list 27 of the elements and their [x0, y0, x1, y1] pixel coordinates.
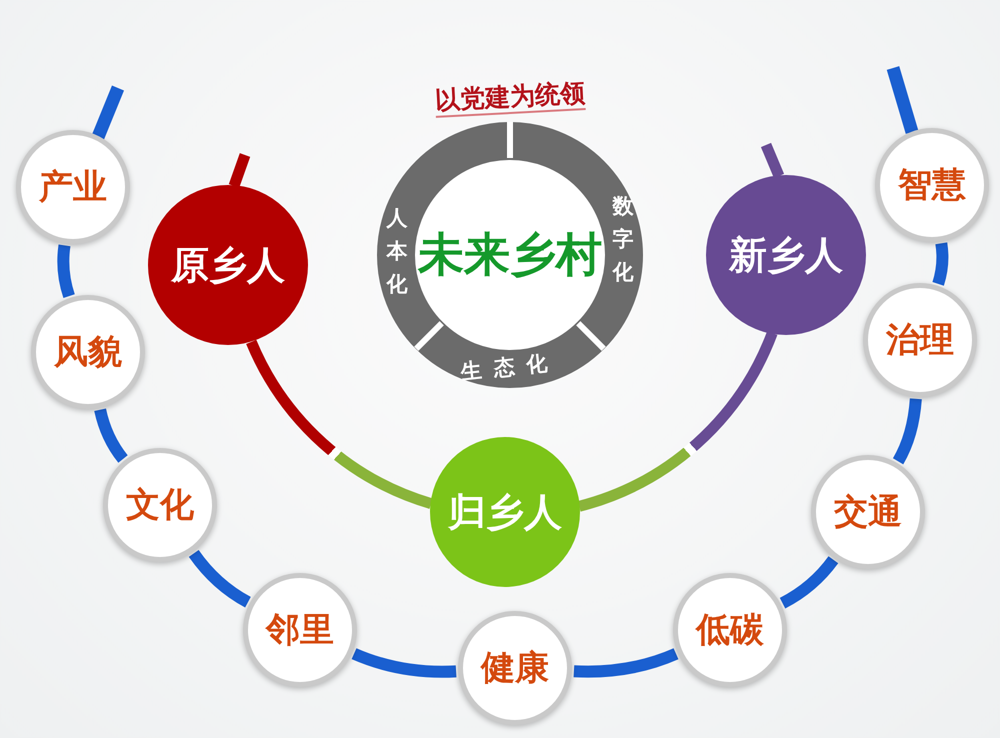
connector-line — [188, 550, 251, 608]
connector-line — [780, 556, 838, 608]
circle-label: 文化 — [126, 484, 194, 527]
circle-label: 原乡人 — [171, 242, 285, 288]
connector-line — [892, 398, 922, 464]
ring-label: 人本化 — [386, 205, 408, 298]
ring-label: 生态化 — [459, 348, 561, 386]
circle-label: 新乡人 — [729, 232, 843, 278]
connector-line — [57, 244, 75, 298]
connector-line — [574, 648, 678, 678]
circle-label: 治理 — [886, 319, 954, 362]
circle-label: 交通 — [834, 491, 902, 534]
circle-label: 低碳 — [696, 609, 764, 652]
connector-line — [932, 242, 948, 286]
title: 以党建为统领 — [434, 78, 586, 118]
connector-line — [578, 330, 778, 512]
center-title: 未来乡村 — [418, 226, 602, 283]
connector-line — [246, 339, 433, 509]
circle-label: 风貌 — [54, 331, 122, 374]
circle-label: 归乡人 — [448, 488, 562, 536]
connector-line — [352, 648, 456, 678]
circle-label: 健康 — [481, 647, 549, 690]
ring-label: 数字化 — [612, 193, 634, 286]
circle-label: 邻里 — [266, 609, 334, 652]
circle-label: 产业 — [39, 166, 107, 209]
connector-line — [94, 408, 128, 463]
circle-label: 智慧 — [898, 164, 966, 207]
